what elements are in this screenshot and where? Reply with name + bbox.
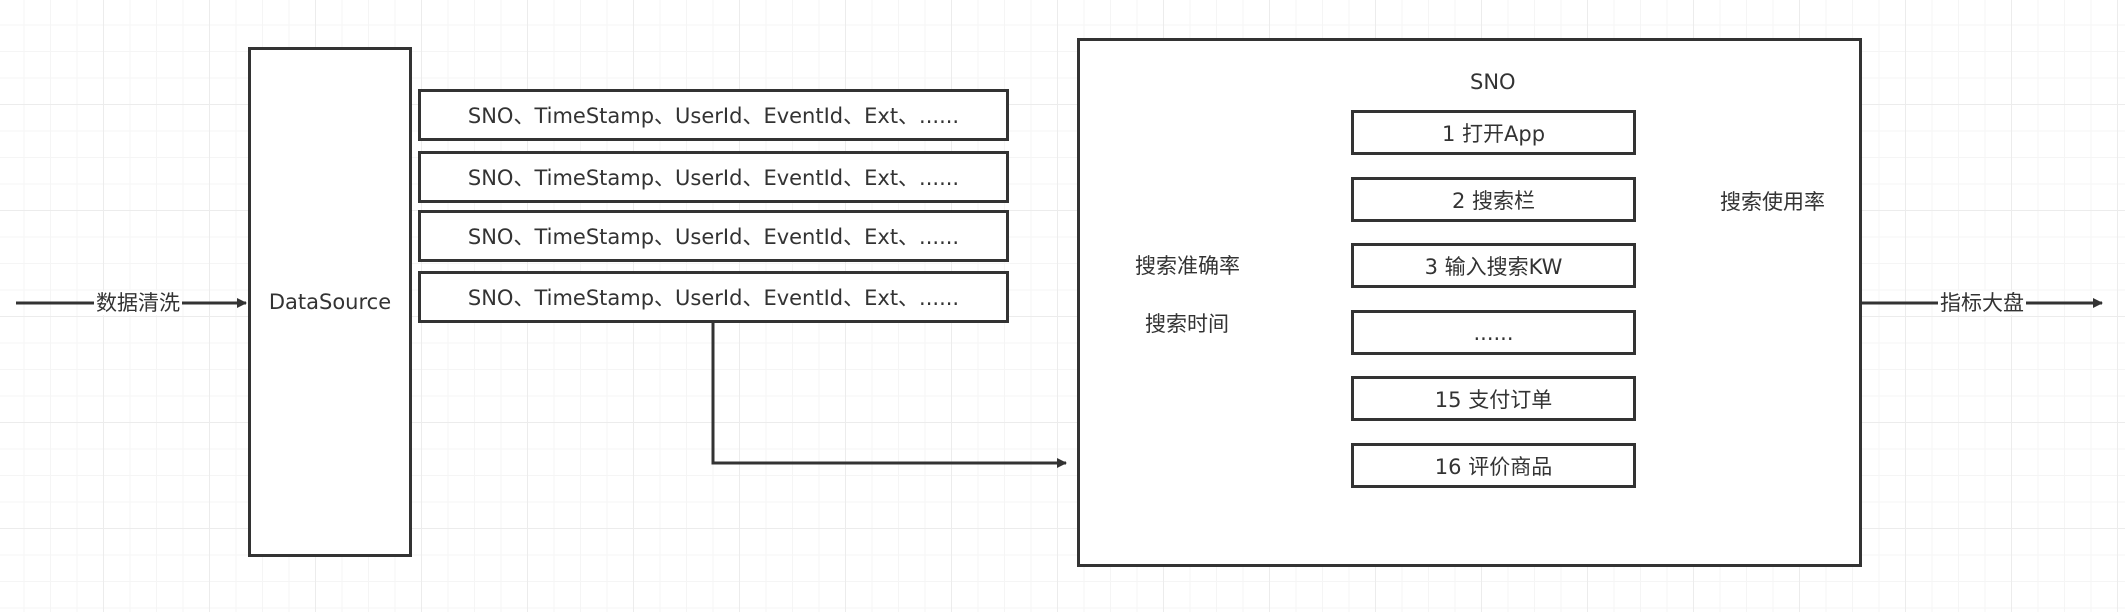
step-box[interactable]: 1 打开App — [1351, 110, 1636, 155]
record-row[interactable]: SNO、TimeStamp、UserId、EventId、Ext、...... — [418, 271, 1009, 323]
output-edge-label: 指标大盘 — [1938, 291, 2026, 315]
left-metric-label: 搜索准确率 — [1135, 254, 1240, 278]
step-box[interactable]: 3 输入搜索KW — [1351, 243, 1636, 288]
datasource-label: DataSource — [268, 290, 392, 314]
record-row[interactable]: SNO、TimeStamp、UserId、EventId、Ext、...... — [418, 210, 1009, 262]
input-edge-label: 数据清洗 — [94, 291, 182, 315]
record-row[interactable]: SNO、TimeStamp、UserId、EventId、Ext、...... — [418, 151, 1009, 203]
record-row[interactable]: SNO、TimeStamp、UserId、EventId、Ext、...... — [418, 89, 1009, 141]
right-metric-label: 搜索使用率 — [1720, 190, 1825, 214]
step-label: 15 支付订单 — [1434, 387, 1553, 412]
step-label: ...... — [1473, 320, 1514, 345]
records-to-sno-arrow — [711, 323, 1067, 468]
step-box[interactable]: 16 评价商品 — [1351, 443, 1636, 488]
record-text: SNO、TimeStamp、UserId、EventId、Ext、...... — [467, 166, 960, 190]
left-metric-label: 搜索时间 — [1145, 312, 1229, 336]
record-text: SNO、TimeStamp、UserId、EventId、Ext、...... — [467, 104, 960, 128]
step-label: 16 评价商品 — [1434, 454, 1553, 479]
step-label: 2 搜索栏 — [1451, 188, 1536, 213]
sno-title: SNO — [1470, 70, 1516, 94]
step-box[interactable]: 15 支付订单 — [1351, 376, 1636, 421]
step-label: 3 输入搜索KW — [1424, 254, 1563, 279]
step-label: 1 打开App — [1441, 121, 1546, 146]
step-box[interactable]: ...... — [1351, 310, 1636, 355]
step-box[interactable]: 2 搜索栏 — [1351, 177, 1636, 222]
record-text: SNO、TimeStamp、UserId、EventId、Ext、...... — [467, 286, 960, 310]
record-text: SNO、TimeStamp、UserId、EventId、Ext、...... — [467, 225, 960, 249]
datasource-box[interactable]: DataSource — [248, 47, 412, 557]
